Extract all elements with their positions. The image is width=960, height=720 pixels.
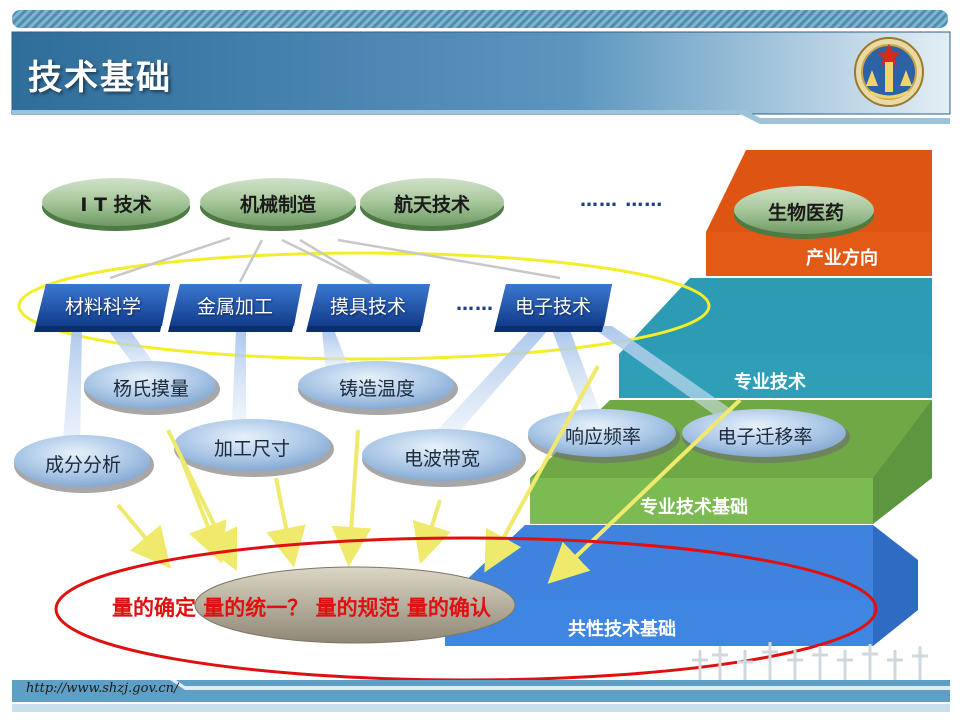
measure-response-freq: 响应频率 xyxy=(564,426,641,448)
measure-composition: 成分分析 xyxy=(44,454,121,476)
measure-casting-temp: 铸造温度 xyxy=(338,378,415,400)
measure-electron-mobility: 电子迁移率 xyxy=(717,426,813,448)
step-specialty-basis: 专业技术基础 xyxy=(640,497,748,518)
tech-materials: 材料科学 xyxy=(64,296,141,318)
emblem-icon xyxy=(854,37,924,107)
measure-bandwidth: 电波带宽 xyxy=(403,448,480,470)
footer-url[interactable]: http://www.shzj.gov.cn/ xyxy=(26,681,179,696)
industry-biomedicine: 生物医药 xyxy=(767,202,844,224)
industry-machinery: 机械制造 xyxy=(239,194,316,216)
tech-mold: 摸具技术 xyxy=(329,296,406,318)
page-title: 技术基础 xyxy=(28,58,172,98)
tech-electronics: 电子技术 xyxy=(514,296,591,318)
industry-it: I T 技术 xyxy=(80,194,152,216)
measure-youngs-modulus: 杨氏摸量 xyxy=(112,378,189,400)
plants-icon xyxy=(692,642,928,680)
measure-dimensions: 加工尺寸 xyxy=(213,438,290,460)
quantity-statement: 量的确定 量的统一？ 量的规范 量的确认 xyxy=(112,596,491,620)
step-specialty-tech: 专业技术 xyxy=(734,372,806,393)
step-industry-direction: 产业方向 xyxy=(806,248,878,269)
step-common-basis: 共性技术基础 xyxy=(568,619,676,640)
industry-ellipsis: …… …… xyxy=(580,190,664,211)
tech-ellipsis: …… xyxy=(456,294,494,315)
industry-aerospace: 航天技术 xyxy=(393,194,470,216)
tech-metalworking: 金属加工 xyxy=(196,296,273,318)
